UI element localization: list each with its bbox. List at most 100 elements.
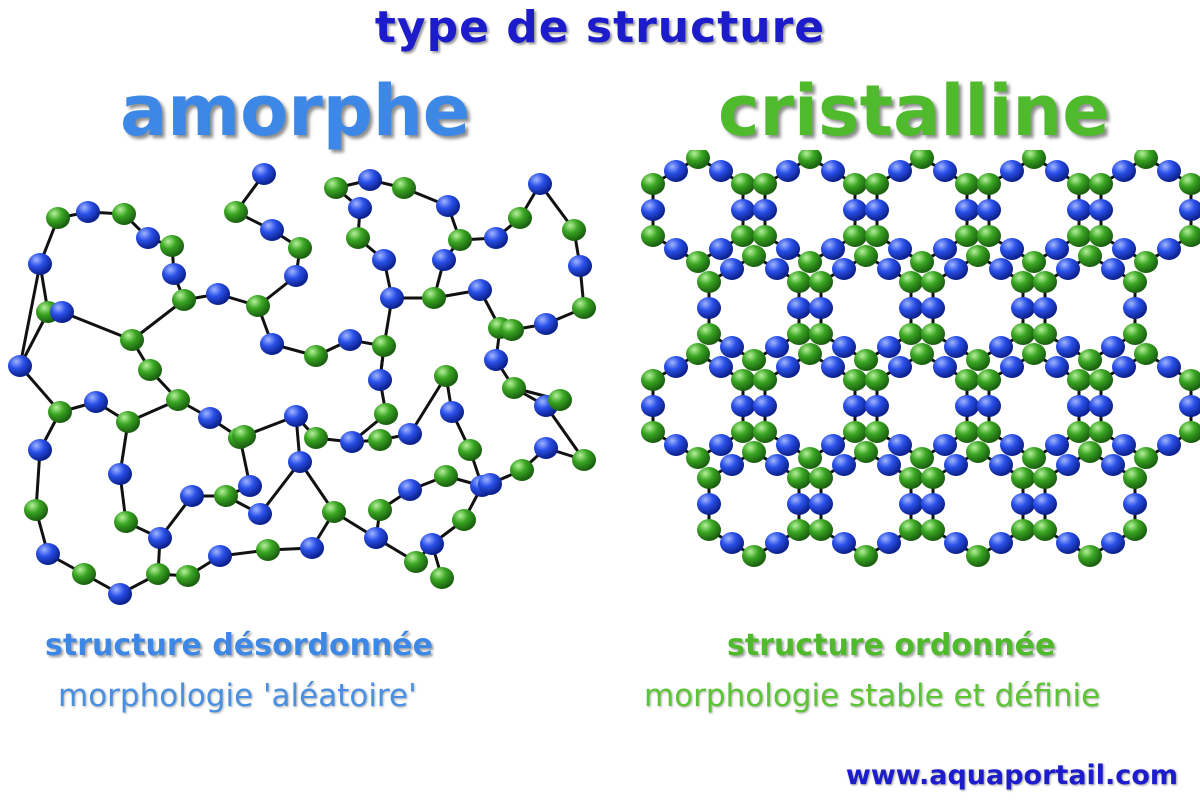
blue-atom-68 [534,313,558,335]
blue-atom-92 [364,527,388,549]
blue-lattice-atom-14 [776,238,800,260]
blue-lattice-atom-124 [753,395,777,417]
blue-lattice-atom-36 [1045,238,1069,260]
green-lattice-atom-61 [787,323,811,345]
blue-lattice-atom-40 [977,199,1001,221]
green-atom-45 [304,427,328,449]
blue-lattice-atom-188 [877,454,901,476]
green-lattice-atom-189 [854,441,878,463]
blue-atom-46 [284,405,308,427]
blue-atom-30 [198,407,222,429]
green-lattice-atom-207 [1078,545,1102,567]
blue-lattice-atom-178 [787,493,811,515]
green-lattice-atom-125 [753,421,777,443]
green-lattice-atom-191 [899,467,923,489]
green-atom-89 [256,539,280,561]
blue-lattice-atom-6 [664,160,688,182]
green-lattice-atom-171 [742,545,766,567]
blue-lattice-atom-198 [944,454,968,476]
green-lattice-atom-55 [1089,173,1113,195]
blue-lattice-atom-168 [765,532,789,554]
blue-lattice-atom-98 [1056,336,1080,358]
blue-lattice-atom-78 [832,258,856,280]
blue-lattice-atom-176 [765,454,789,476]
blue-lattice-atom-116 [709,356,733,378]
blue-lattice-atom-10 [731,199,755,221]
green-atom-79 [368,429,392,451]
blue-lattice-atom-106 [1123,297,1147,319]
blue-lattice-atom-154 [1067,395,1091,417]
green-lattice-atom-133 [955,421,979,443]
green-lattice-atom-181 [899,519,923,541]
blue-lattice-atom-172 [697,493,721,515]
blue-lattice-atom-190 [899,493,923,515]
blue-atom-4 [76,201,100,223]
blue-atom-40 [338,329,362,351]
blue-atom-38 [260,333,284,355]
website-link[interactable]: www.aquaportail.com [845,760,1178,791]
blue-atom-22 [108,583,132,605]
green-lattice-atom-215 [1123,467,1147,489]
green-atom-21 [72,563,96,585]
blue-lattice-atom-164 [1157,356,1181,378]
green-lattice-atom-11 [731,173,755,195]
blue-lattice-atom-142 [955,395,979,417]
blue-lattice-atom-0 [709,238,733,260]
blue-lattice-atom-16 [753,199,777,221]
green-lattice-atom-27 [910,251,934,273]
blue-atom-36 [50,301,74,323]
green-atom-33 [214,485,238,507]
green-lattice-atom-37 [1067,225,1091,247]
green-lattice-atom-157 [1179,421,1200,443]
blue-lattice-atom-60 [765,336,789,358]
blue-atom-14 [260,219,284,241]
green-lattice-atom-21 [798,150,822,169]
blue-lattice-atom-184 [809,493,833,515]
green-lattice-atom-173 [697,519,721,541]
blue-atom-20 [36,543,60,565]
blue-lattice-atom-90 [944,258,968,280]
green-lattice-atom-137 [865,421,889,443]
green-lattice-atom-31 [865,173,889,195]
blue-lattice-atom-210 [1056,454,1080,476]
blue-lattice-atom-138 [888,356,912,378]
blue-lattice-atom-52 [1089,199,1113,221]
green-lattice-atom-59 [1179,173,1200,195]
blue-lattice-atom-92 [989,258,1013,280]
blue-atom-88 [300,537,324,559]
blue-lattice-atom-152 [1045,356,1069,378]
blue-atom-26 [108,463,132,485]
blue-lattice-atom-8 [709,160,733,182]
green-lattice-atom-167 [1179,369,1200,391]
blue-lattice-atom-186 [832,454,856,476]
green-lattice-atom-91 [921,271,945,293]
blue-atom-78 [398,423,422,445]
green-atom-73 [458,439,482,461]
green-atom-17 [48,401,72,423]
green-atom-93 [404,551,428,573]
green-lattice-atom-73 [899,323,923,345]
blue-lattice-atom-214 [1123,493,1147,515]
green-lattice-atom-45 [1022,150,1046,169]
green-lattice-atom-165 [1134,343,1158,365]
green-lattice-atom-163 [1089,369,1113,391]
blue-lattice-atom-194 [944,532,968,554]
green-lattice-atom-87 [966,349,990,371]
blue-atom-34 [180,485,204,507]
blue-lattice-atom-44 [1045,160,1069,182]
blue-lattice-atom-136 [865,395,889,417]
blue-atom-42 [368,369,392,391]
blue-atom-62 [484,227,508,249]
blue-lattice-atom-204 [1101,532,1125,554]
green-lattice-atom-85 [1011,323,1035,345]
blue-atom-94 [248,503,272,525]
blue-lattice-atom-80 [877,258,901,280]
blue-lattice-atom-18 [776,160,800,182]
blue-atom-76 [420,533,444,555]
blue-lattice-atom-42 [1000,160,1024,182]
green-lattice-atom-117 [686,343,710,365]
blue-atom-16 [252,163,276,185]
blue-lattice-atom-56 [1157,160,1181,182]
green-atom-67 [572,297,596,319]
green-lattice-atom-107 [1123,271,1147,293]
